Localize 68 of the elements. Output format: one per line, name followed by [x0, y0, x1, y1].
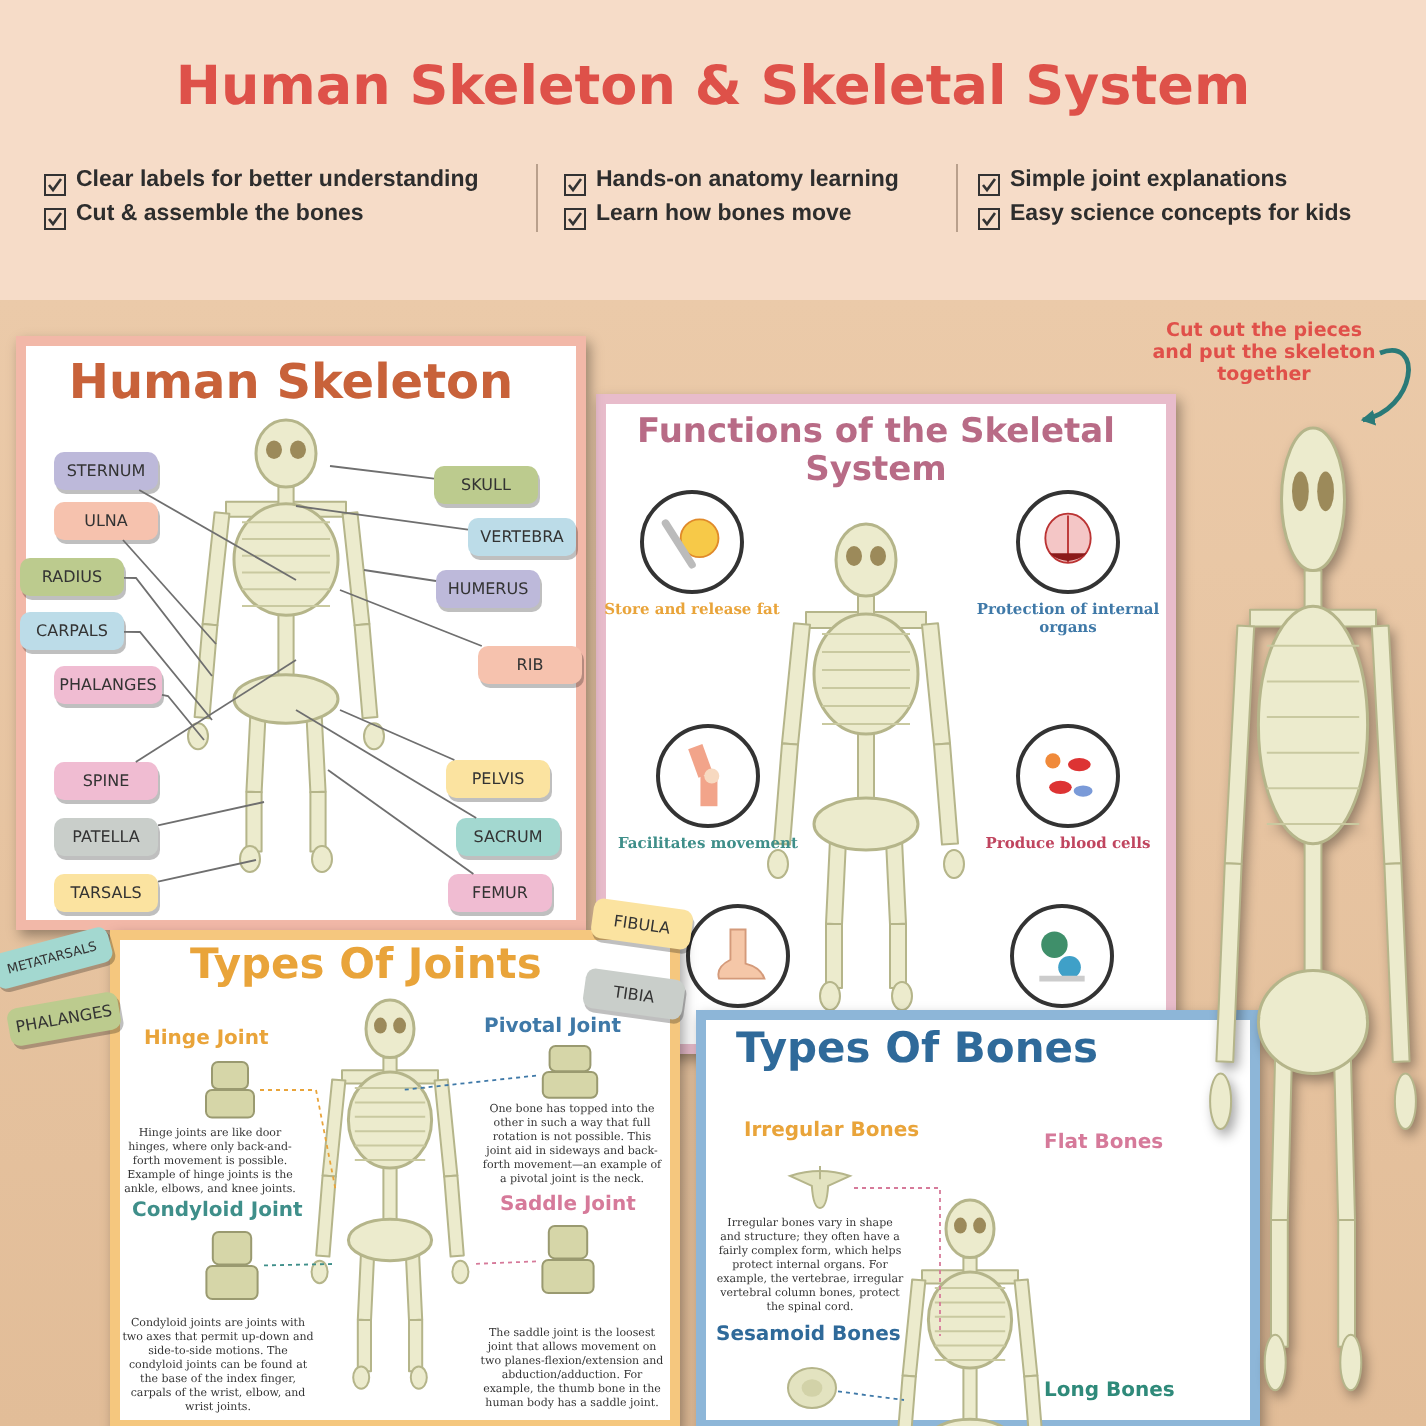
leader-line	[161, 693, 205, 741]
section-heading: Saddle Joint	[500, 1194, 636, 1216]
page-title: Human Skeleton & Skeletal System	[173, 56, 1253, 118]
bone-drawing	[786, 1166, 854, 1210]
bone-label: PATELLA	[54, 818, 158, 856]
bone-label: TARSALS	[54, 874, 158, 912]
checklist-item: Hands-on anatomy learning	[596, 168, 899, 192]
bone-label: SPINE	[54, 762, 158, 800]
section-heading: Sesamoid Bones	[716, 1324, 901, 1346]
bone-label: RADIUS	[20, 558, 124, 596]
checklist-item: Simple joint explanations	[1010, 168, 1288, 192]
leader-line	[138, 489, 297, 581]
icon-circle	[1010, 904, 1114, 1008]
leader-line	[123, 576, 213, 677]
section-heading: Hinge Joint	[144, 1028, 269, 1050]
leader-line	[295, 505, 469, 531]
bone-label: CARPALS	[20, 612, 124, 650]
leader-line	[295, 709, 478, 819]
bone-drawing	[786, 1366, 838, 1410]
dotted-leader-line	[259, 1089, 337, 1193]
dotted-leader-line	[263, 1263, 333, 1267]
checklist-item: Easy science concepts for kids	[1010, 202, 1352, 226]
poster-card	[110, 930, 680, 1426]
section-heading: Pivotal Joint	[484, 1016, 622, 1038]
instruction-text: Cut out the pieces and put the skeleton together	[1148, 320, 1380, 386]
leader-line	[122, 539, 217, 645]
leader-line	[327, 769, 475, 875]
leader-line	[329, 465, 435, 480]
joint-model-drawing	[536, 1224, 600, 1296]
bone-label: SACRUM	[456, 818, 560, 856]
arrow	[1360, 348, 1411, 425]
leader-line	[339, 589, 483, 647]
checklist-item: Clear labels for better understanding	[76, 168, 479, 192]
checklist-item: Learn how bones move	[596, 202, 852, 226]
leader-line	[134, 659, 297, 763]
leader-line	[157, 801, 265, 827]
poster-card	[696, 1010, 1260, 1426]
poster-title: Types Of Joints	[190, 942, 544, 989]
bone-label: VERTEBRA	[468, 518, 576, 556]
bone-label: SKULL	[434, 466, 538, 504]
bone-label: STERNUM	[54, 452, 158, 490]
bone-label: HUMERUS	[436, 570, 540, 608]
checklist-item: Cut & assemble the bones	[76, 202, 364, 226]
bone-label: RIB	[478, 646, 582, 684]
section-heading: Long Bones	[1044, 1380, 1175, 1402]
leader-line	[363, 569, 437, 582]
dotted-leader-line	[401, 1074, 537, 1091]
poster-title: Types Of Bones	[736, 1026, 1101, 1073]
dotted-leader-line	[837, 1390, 905, 1401]
section-heading: Condyloid Joint	[132, 1200, 303, 1222]
dotted-leader-line	[471, 1260, 537, 1265]
section-heading: Flat Bones	[1044, 1132, 1164, 1154]
bone-label: ULNA	[54, 502, 158, 540]
poster-card	[16, 336, 586, 930]
bone-label: PHALANGES	[54, 666, 162, 704]
leader-line	[157, 859, 257, 883]
leader-line	[123, 630, 213, 721]
leader-line	[339, 709, 456, 761]
poster-title: Functions of the Skeletal System	[635, 414, 1117, 489]
poster-title: Human Skeleton	[66, 356, 516, 409]
bone-label: FEMUR	[448, 874, 552, 912]
joint-model-drawing	[536, 1044, 604, 1100]
joint-model-drawing	[200, 1060, 260, 1120]
dotted-leader-line	[853, 1187, 941, 1337]
section-heading: Irregular Bones	[744, 1120, 920, 1142]
icon-circle	[686, 904, 790, 1008]
bone-label: PELVIS	[446, 760, 550, 798]
joint-model-drawing	[200, 1230, 264, 1302]
